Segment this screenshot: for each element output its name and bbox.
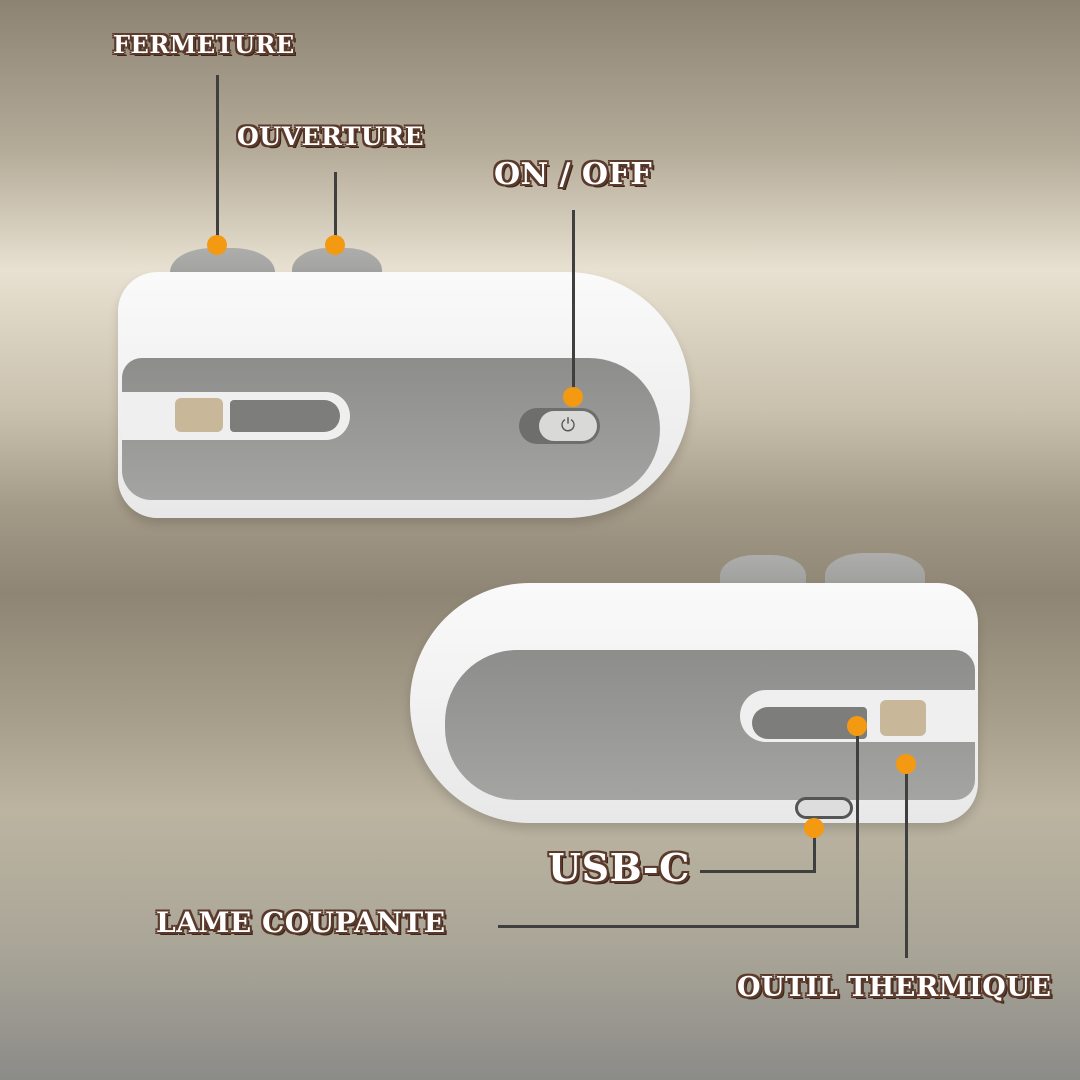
label-ouverture: OUVERTURE xyxy=(237,122,425,151)
usb-c-leader-v xyxy=(813,828,816,872)
label-on-off: ON / OFF xyxy=(494,157,653,192)
fermeture-marker xyxy=(207,235,227,255)
usb-c-leader-h xyxy=(700,870,816,873)
heating-element-2 xyxy=(880,700,926,736)
on-off-marker xyxy=(563,387,583,407)
blade xyxy=(230,400,340,432)
label-fermeture: FERMETURE xyxy=(113,30,295,59)
heating-element xyxy=(175,398,223,432)
ouverture-marker xyxy=(325,235,345,255)
ouverture-leader xyxy=(334,172,337,244)
power-icon: ⏻ xyxy=(539,411,597,441)
lame-marker xyxy=(847,716,867,736)
usb-c-marker xyxy=(804,818,824,838)
outil-leader-v xyxy=(905,764,908,958)
label-lame-coupante: LAME COUPANTE xyxy=(156,906,446,939)
label-usb-c: USB-C xyxy=(548,845,690,890)
power-switch[interactable]: ⏻ xyxy=(519,408,600,444)
usb-c-port xyxy=(795,797,853,819)
lame-leader-h xyxy=(498,925,859,928)
outil-marker xyxy=(896,754,916,774)
label-outil-thermique: OUTIL THERMIQUE xyxy=(737,972,1052,1003)
fermeture-leader xyxy=(216,75,219,245)
lame-leader-v xyxy=(856,726,859,928)
on-off-leader xyxy=(572,210,575,397)
